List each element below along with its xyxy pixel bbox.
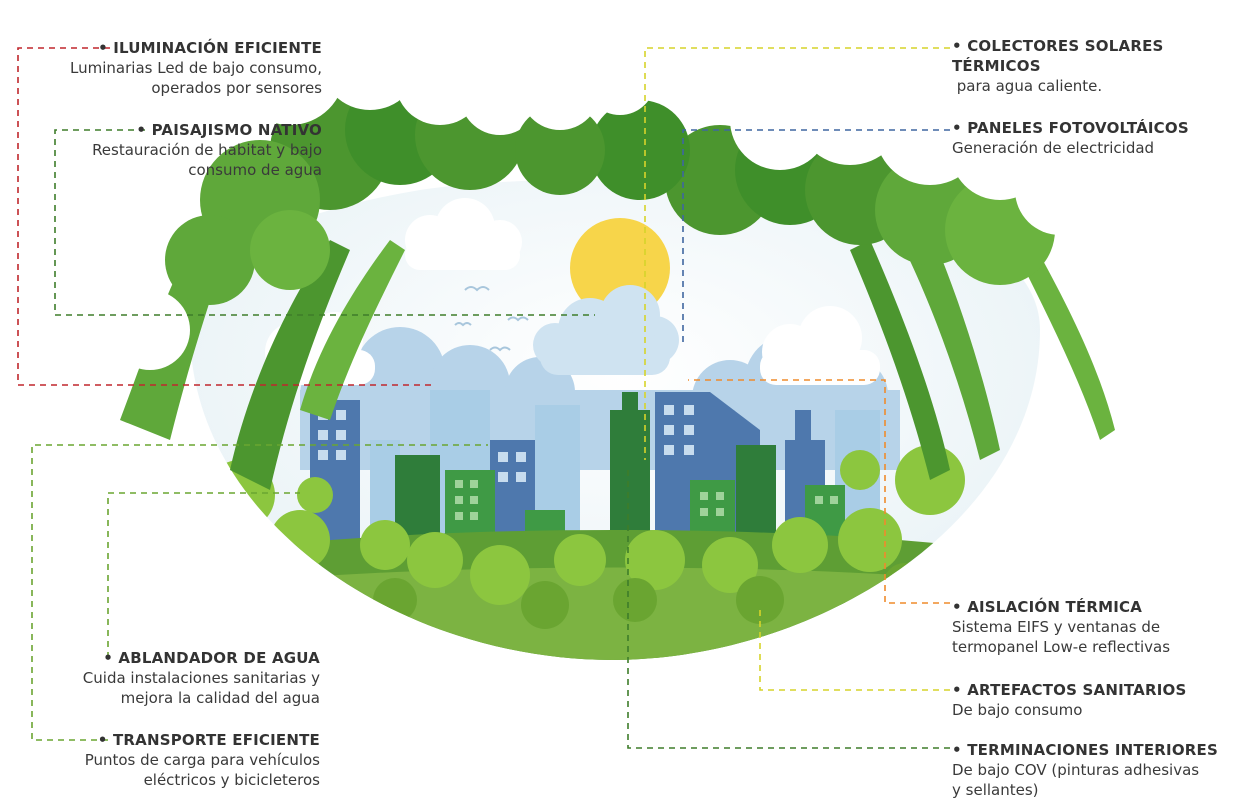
label-title: ARTEFACTOS SANITARIOS — [952, 680, 1222, 700]
label-desc: De bajo consumo — [952, 701, 1083, 719]
label-title: PANELES FOTOVOLTÁICOS — [952, 118, 1222, 138]
label-desc: Sistema EIFS y ventanas de — [952, 618, 1161, 636]
label-title: AISLACIÓN TÉRMICA — [952, 597, 1222, 617]
label-ablandador: ABLANDADOR DE AGUA Cuida instalaciones s… — [20, 648, 320, 708]
connector-aislacion — [688, 379, 950, 604]
label-colectores: COLECTORES SOLARES TÉRMICOS para agua ca… — [952, 36, 1222, 96]
label-desc: y sellantes) — [952, 781, 1039, 799]
label-title: ABLANDADOR DE AGUA — [20, 648, 320, 668]
label-transporte: TRANSPORTE EFICIENTE Puntos de carga par… — [20, 730, 320, 790]
label-aislacion: AISLACIÓN TÉRMICA Sistema EIFS y ventana… — [952, 597, 1222, 657]
label-title: TRANSPORTE EFICIENTE — [20, 730, 320, 750]
label-title: PAISAJISMO NATIVO — [22, 120, 322, 140]
label-desc: Cuida instalaciones sanitarias y — [82, 669, 320, 687]
label-desc: operados por sensores — [151, 79, 322, 97]
connector-artefactos — [759, 605, 950, 691]
label-artefactos: ARTEFACTOS SANITARIOS De bajo consumo — [952, 680, 1222, 720]
label-desc: consumo de agua — [188, 161, 322, 179]
label-desc: termopanel Low-e reflectivas — [952, 638, 1171, 656]
label-paisajismo: PAISAJISMO NATIVO Restauración de habita… — [22, 120, 322, 180]
connector-terminaciones — [627, 470, 950, 749]
connector-colectores — [644, 47, 950, 460]
label-desc: De bajo COV (pinturas adhesivas — [952, 761, 1200, 779]
label-terminaciones: TERMINACIONES INTERIORES De bajo COV (pi… — [952, 740, 1227, 800]
label-desc: para agua caliente. — [952, 77, 1103, 95]
label-title: ILUMINACIÓN EFICIENTE — [22, 38, 322, 58]
connector-paneles — [682, 129, 950, 345]
label-desc: eléctricos y bicicleteros — [143, 771, 320, 789]
label-iluminacion: ILUMINACIÓN EFICIENTE Luminarias Led de … — [22, 38, 322, 98]
label-title: TERMINACIONES INTERIORES — [952, 740, 1227, 760]
label-desc: Generación de electricidad — [952, 139, 1155, 157]
right-canopy — [515, 45, 1125, 285]
label-paneles: PANELES FOTOVOLTÁICOS Generación de elec… — [952, 118, 1222, 158]
connector-ablandador — [107, 492, 300, 658]
label-desc: Restauración de habitat y bajo — [92, 141, 322, 159]
right-trees — [850, 230, 1115, 480]
label-title-cont: TÉRMICOS — [952, 57, 1041, 75]
label-desc: Luminarias Led de bajo consumo, — [70, 59, 322, 77]
label-desc: mejora la calidad del agua — [120, 689, 320, 707]
label-title: COLECTORES SOLARES — [952, 36, 1222, 56]
label-desc: Puntos de carga para vehículos — [84, 751, 320, 769]
